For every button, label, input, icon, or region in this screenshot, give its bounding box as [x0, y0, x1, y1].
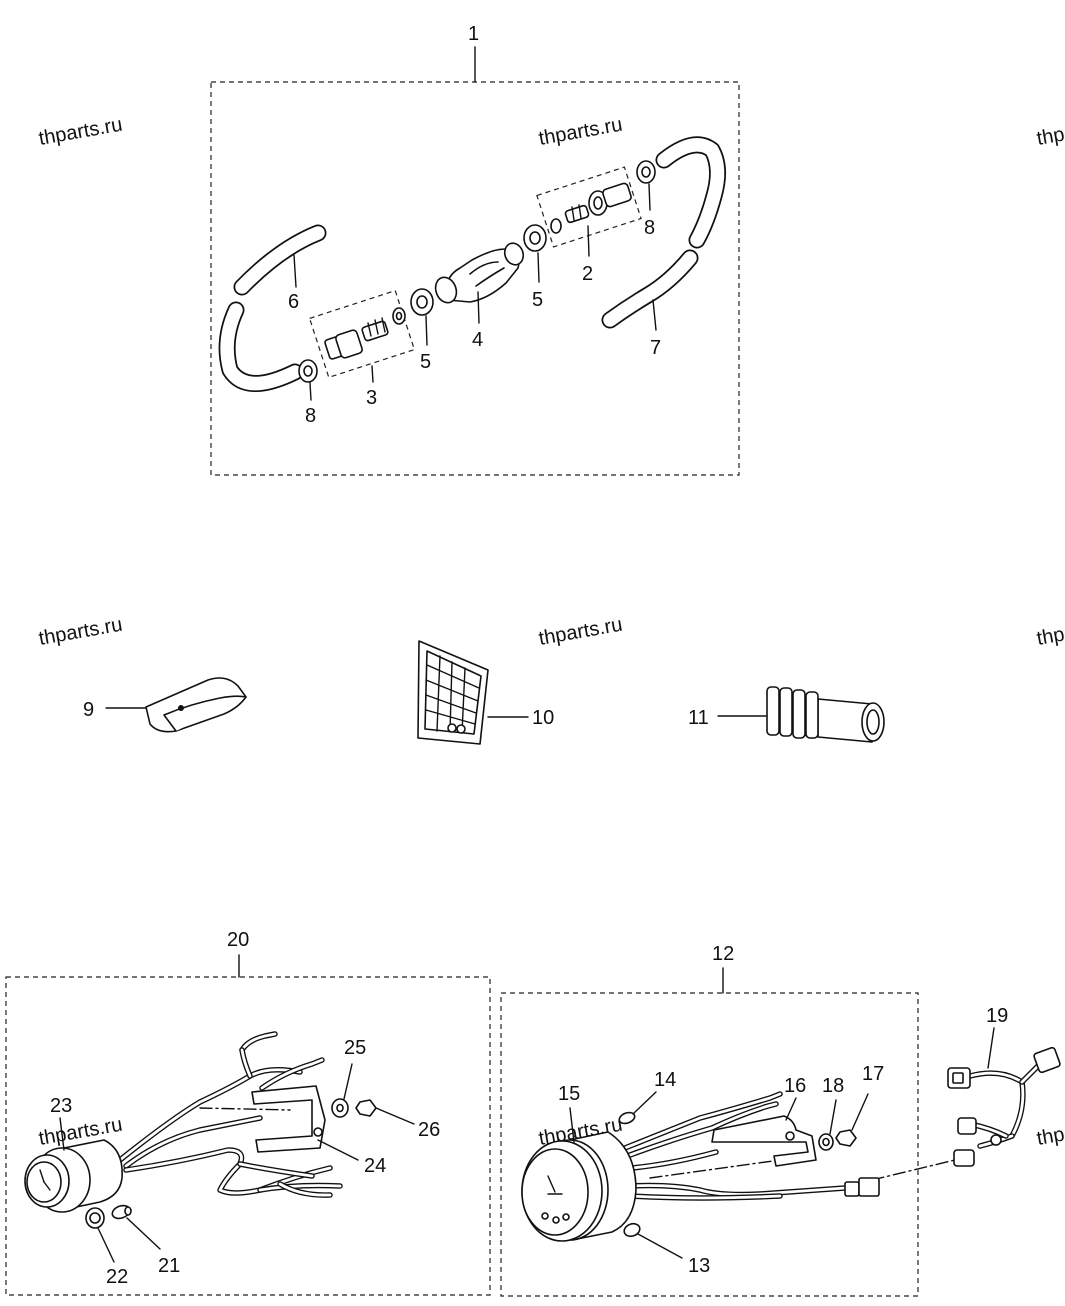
- watermark-text: thparts.ru: [37, 114, 124, 150]
- watermarks: thparts.ru thparts.ru thparts.ru thparts…: [37, 114, 1065, 1150]
- callout-1: 1: [468, 23, 479, 45]
- gauge-15: [521, 1131, 637, 1242]
- wiring-harness-12: [617, 1091, 956, 1201]
- hose-clip-8-left: [298, 359, 318, 383]
- callout-13: 13: [688, 1255, 710, 1277]
- washer-25: [331, 1098, 349, 1118]
- watermark-text: thparts.ru: [1035, 114, 1065, 150]
- callout-18: 18: [822, 1075, 844, 1097]
- connector-2: [550, 182, 632, 234]
- fuel-hose-upper: [655, 136, 726, 249]
- hose-clip-8-right: [636, 160, 656, 184]
- callout-6: 6: [288, 291, 299, 313]
- wiring-harness-20: [117, 1031, 343, 1198]
- callout-9: 9: [83, 699, 94, 721]
- callout-8-left: 8: [305, 405, 316, 427]
- callout-2: 2: [582, 263, 593, 285]
- callout-25: 25: [344, 1037, 366, 1059]
- washer-18: [818, 1133, 834, 1151]
- group-20-boundary: [5, 976, 491, 1296]
- meter-kit-12: 12 16 18: [500, 943, 956, 1297]
- callout-26: 26: [418, 1119, 440, 1141]
- callout-23: 23: [50, 1095, 72, 1117]
- watermark-text: thparts.ru: [37, 614, 124, 650]
- callout-3: 3: [366, 387, 377, 409]
- watermark-text: thparts.ru: [1035, 614, 1065, 650]
- seal-5-right: [523, 224, 547, 252]
- seal-5-left: [410, 288, 434, 316]
- watermark-text: thparts.ru: [1035, 1114, 1065, 1150]
- callout-10: 10: [532, 707, 554, 729]
- bulb-socket-22: [85, 1207, 105, 1229]
- callout-5-right: 5: [532, 289, 543, 311]
- callout-22: 22: [106, 1266, 128, 1288]
- callout-16: 16: [784, 1075, 806, 1097]
- callout-4: 4: [472, 329, 483, 351]
- meter-kit-20: 20 24: [5, 929, 491, 1296]
- manual-card-10: [417, 640, 489, 745]
- callout-7: 7: [650, 337, 661, 359]
- nut-17: [835, 1129, 857, 1147]
- gauge-23: [24, 1139, 123, 1213]
- bulb-21: [111, 1204, 132, 1220]
- callout-8-right: 8: [644, 217, 655, 239]
- callout-15: 15: [558, 1083, 580, 1105]
- callout-11: 11: [688, 707, 709, 729]
- extension-harness-19: [947, 1046, 1061, 1167]
- hose-fitting-11: [766, 686, 885, 743]
- group-3-boundary: [308, 289, 416, 379]
- callout-19: 19: [986, 1005, 1008, 1027]
- callout-5-left: 5: [420, 351, 431, 373]
- callout-20: 20: [227, 929, 249, 951]
- callout-24: 24: [364, 1155, 386, 1177]
- primer-bulb-4: [434, 242, 525, 304]
- bracket-24: [251, 1085, 326, 1153]
- watermark-text: thparts.ru: [537, 114, 624, 150]
- callout-17: 17: [862, 1063, 884, 1085]
- callout-14: 14: [654, 1069, 676, 1091]
- fuel-line-assembly: 1 6 8 3: [210, 23, 740, 476]
- bulb-13: [623, 1222, 641, 1238]
- group-12-boundary: [500, 992, 919, 1297]
- fuel-hose-7: [601, 249, 699, 329]
- parts-bag-9: [145, 677, 247, 733]
- callout-12: 12: [712, 943, 734, 965]
- nut-26: [355, 1099, 377, 1117]
- connector-3: [324, 307, 406, 360]
- group-2-boundary: [536, 166, 642, 248]
- fuel-hose-6: [218, 224, 327, 392]
- callout-21: 21: [158, 1255, 180, 1277]
- watermark-text: thparts.ru: [537, 614, 624, 650]
- bulb-14: [618, 1111, 636, 1125]
